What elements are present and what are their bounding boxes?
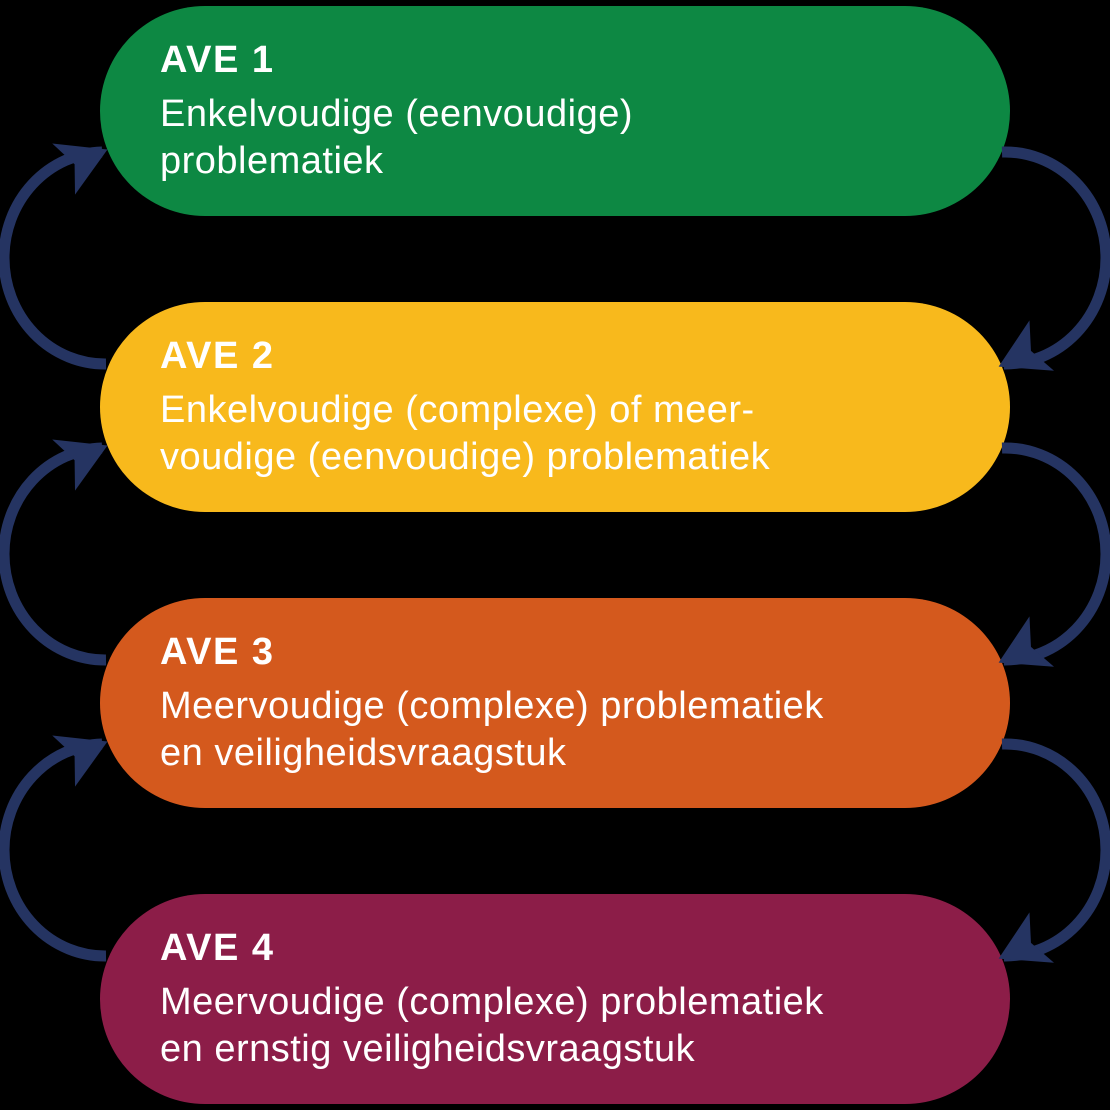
level-box-ave-3: AVE 3 Meervoudige (complexe) problematie…: [100, 598, 1010, 808]
arrow-down-ave3-to-ave4: [998, 738, 1110, 963]
arrow-arc: [0, 146, 107, 370]
level-title-ave-4: AVE 4: [160, 927, 275, 969]
level-title-ave-3: AVE 3: [160, 631, 275, 673]
level-description-line: voudige (eenvoudige) problematiek: [160, 436, 771, 478]
arrow-down-ave1-to-ave2: [998, 146, 1110, 371]
level-box-ave-4: AVE 4 Meervoudige (complexe) problematie…: [100, 894, 1010, 1104]
arrowhead-icon: [998, 320, 1055, 371]
level-description-line: problematiek: [160, 140, 384, 182]
arrow-up-ave2-to-ave1: [0, 143, 108, 370]
arrowhead-icon: [52, 143, 108, 195]
arrow-arc: [0, 442, 107, 666]
level-box-ave-2: AVE 2 Enkelvoudige (complexe) of meer- v…: [100, 302, 1010, 512]
arrow-arc: [0, 738, 107, 962]
level-description-line: en ernstig veiligheidsvraagstuk: [160, 1028, 696, 1070]
level-description-line: Enkelvoudige (eenvoudige): [160, 93, 634, 135]
arrow-arc: [1001, 442, 1110, 666]
arrowhead-icon: [52, 439, 108, 491]
arrowhead-icon: [998, 616, 1055, 667]
arrow-down-ave2-to-ave3: [998, 442, 1110, 667]
arrowhead-icon: [998, 912, 1055, 963]
level-box-ave-1: AVE 1 Enkelvoudige (eenvoudige) problema…: [100, 6, 1010, 216]
level-description-line: Meervoudige (complexe) problematiek: [160, 685, 824, 727]
arrow-up-ave3-to-ave2: [0, 439, 108, 666]
level-title-ave-1: AVE 1: [160, 39, 275, 81]
level-description-line: en veiligheidsvraagstuk: [160, 732, 567, 774]
arrow-up-ave4-to-ave3: [0, 735, 108, 962]
arrow-arc: [1001, 146, 1110, 370]
level-title-ave-2: AVE 2: [160, 335, 275, 377]
arrow-arc: [1001, 738, 1110, 962]
level-description-line: Meervoudige (complexe) problematiek: [160, 981, 824, 1023]
level-description-line: Enkelvoudige (complexe) of meer-: [160, 389, 755, 431]
arrowhead-icon: [52, 735, 108, 787]
